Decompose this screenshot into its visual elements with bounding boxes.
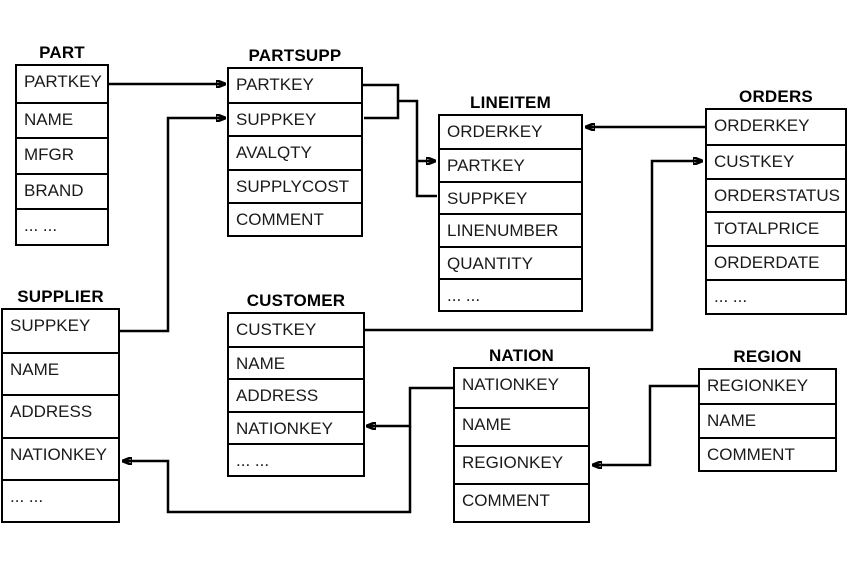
table-row: NAME — [17, 101, 107, 138]
table-row: COMMENT — [700, 436, 835, 470]
fk-arrow-nation-to-customer — [367, 386, 454, 426]
table-title: ORDERS — [739, 87, 813, 106]
table-row: ORDERKEY — [714, 116, 810, 135]
table-row: NAME — [700, 403, 835, 436]
table-row: QUANTITY — [440, 245, 581, 278]
table-row: ADDRESS — [3, 394, 118, 436]
fk-bracket-partsupp-keys — [363, 83, 400, 120]
table-row: NATIONKEY — [462, 375, 559, 394]
table-row: SUPPKEY — [10, 316, 91, 335]
table-title: REGION — [733, 347, 802, 366]
table-row: MFGR — [17, 137, 107, 173]
table-row: REGIONKEY — [707, 376, 809, 395]
table-title: SUPPLIER — [17, 287, 104, 306]
table-row: NAME — [3, 352, 118, 394]
table-row: ... ... — [229, 442, 363, 475]
table-title: CUSTOMER — [246, 291, 346, 310]
table-row: CUSTKEY — [707, 143, 845, 178]
table-row: ... ... — [707, 278, 845, 313]
table-row: AVALQTY — [229, 135, 361, 168]
fk-arrow-region-to-nation — [593, 384, 699, 465]
table-title: PART — [39, 43, 85, 62]
table-row: COMMENT — [455, 483, 588, 521]
table-row: SUPPLYCOST — [229, 168, 361, 202]
table-row: REGIONKEY — [455, 445, 588, 483]
table-row: NATIONKEY — [3, 436, 118, 479]
table-row: ADDRESS — [229, 378, 363, 410]
table-row: ORDERKEY — [447, 122, 543, 141]
table-title: LINEITEM — [470, 93, 551, 112]
table-row: ... ... — [440, 277, 581, 310]
table-row: LINENUMBER — [440, 213, 581, 245]
table-row: PARTKEY — [236, 75, 314, 94]
fk-stem-partsupp-to-lineitem-suppkey — [398, 99, 437, 198]
table-row: SUPPKEY — [440, 180, 581, 213]
table-row: TOTALPRICE — [707, 211, 845, 245]
table-row: NAME — [455, 407, 588, 445]
table-row: ORDERSTATUS — [707, 177, 845, 212]
table-title: PARTSUPP — [248, 46, 342, 65]
table-row: CUSTKEY — [236, 320, 317, 339]
table-row: ... ... — [3, 478, 118, 521]
table-row: NAME — [229, 346, 363, 378]
table-title: NATION — [488, 346, 555, 365]
table-row: ... ... — [17, 208, 107, 244]
table-row: NATIONKEY — [229, 410, 363, 443]
table-row: BRAND — [17, 172, 107, 209]
table-row: PARTKEY — [24, 72, 102, 91]
table-row: COMMENT — [229, 201, 361, 235]
fk-arrow-supplier-to-partsupp — [119, 118, 225, 333]
table-row: ORDERDATE — [707, 245, 845, 279]
table-row: PARTKEY — [440, 148, 581, 180]
table-row: SUPPKEY — [229, 102, 361, 135]
